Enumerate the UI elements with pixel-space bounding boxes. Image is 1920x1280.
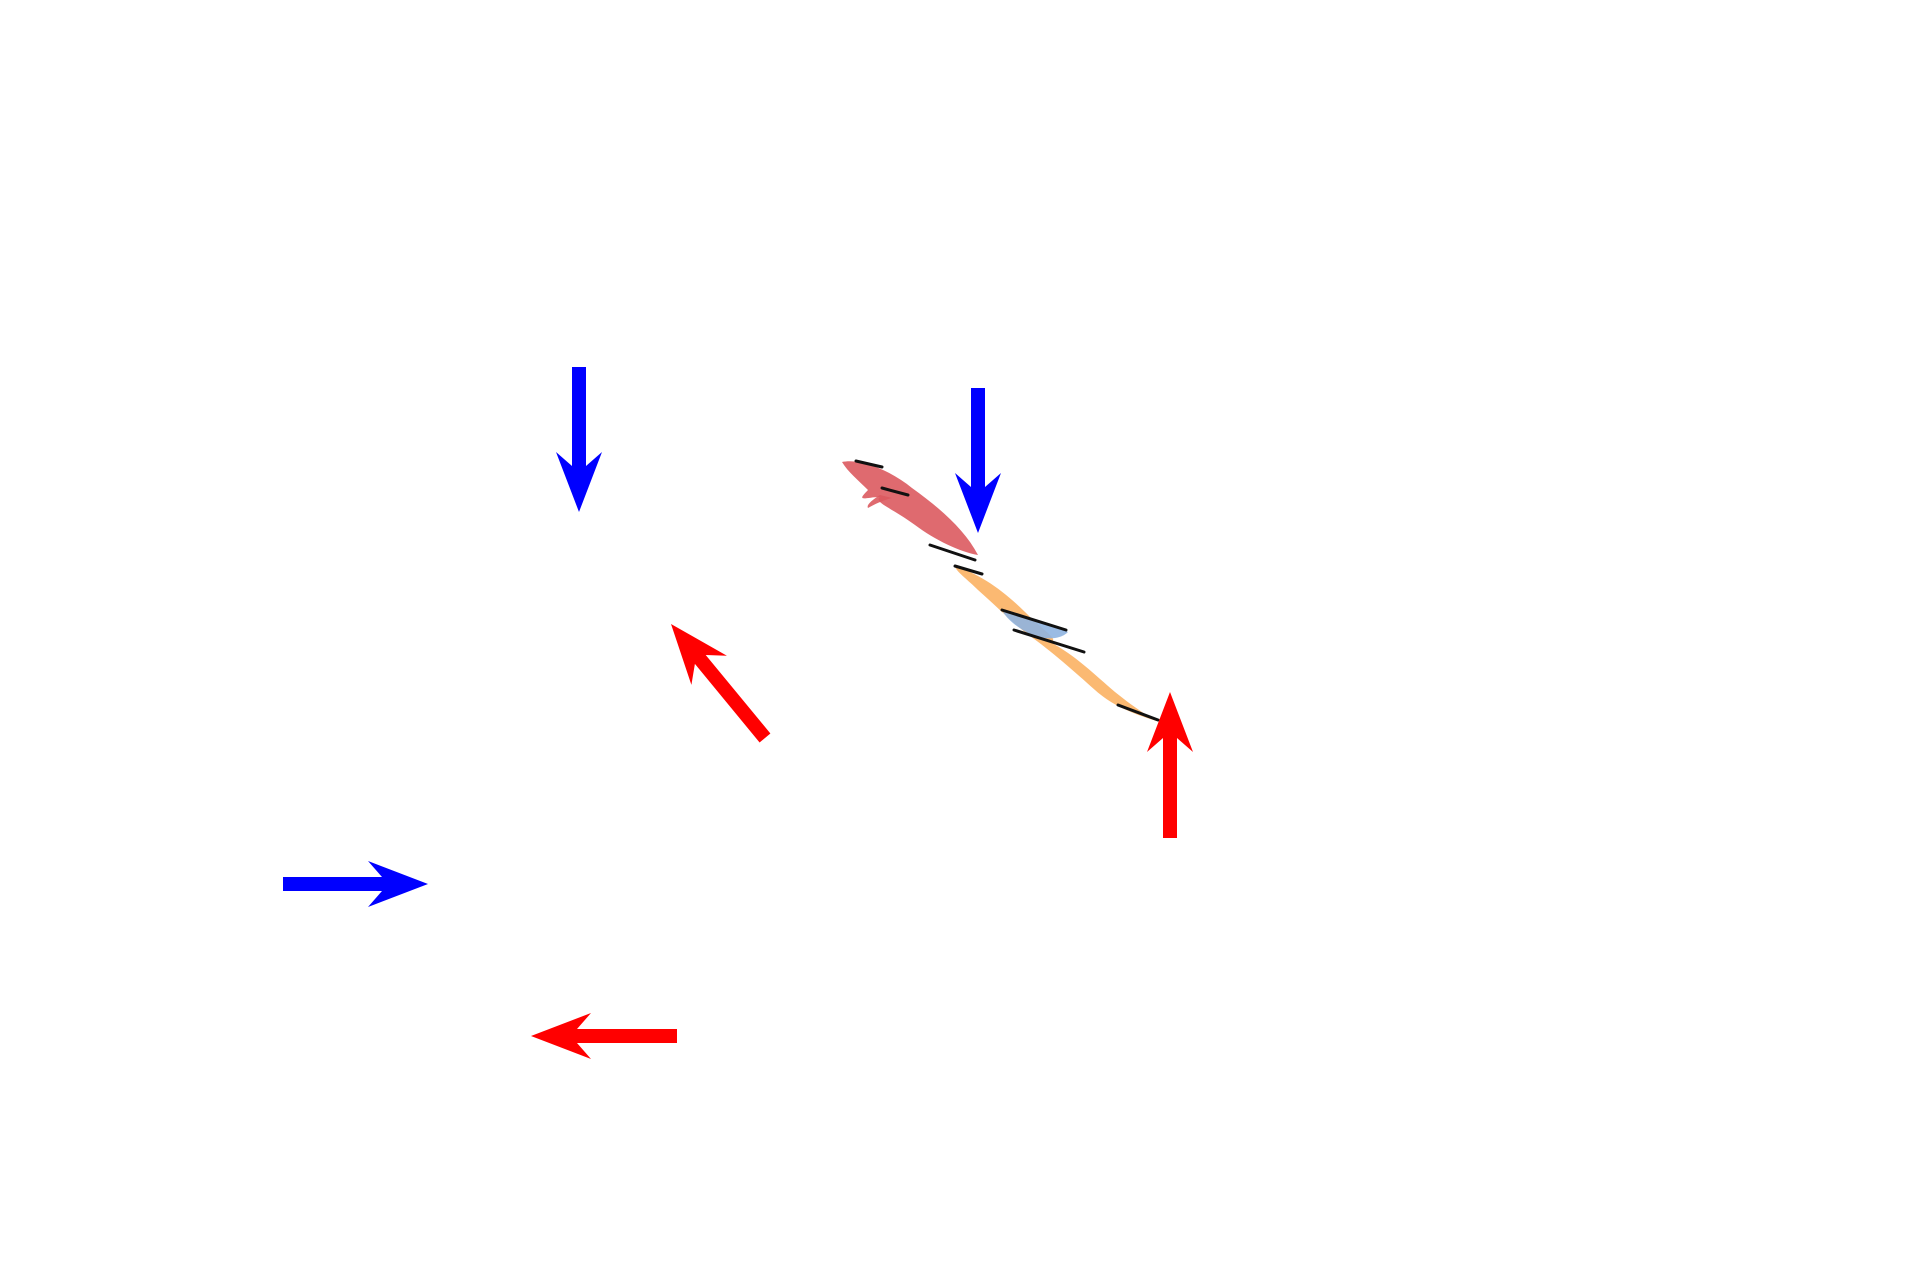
blue-arrow-down-left — [556, 367, 602, 512]
boundary-stroke — [1116, 703, 1160, 722]
boundary-stroke — [928, 543, 977, 562]
boundary-stroke — [1012, 628, 1086, 654]
boundary-stroke — [880, 486, 910, 497]
red-arrow-up — [1147, 692, 1193, 838]
cell-boundaries — [854, 459, 1160, 722]
red-arrow-up-left — [671, 624, 771, 743]
red-segment — [842, 461, 978, 555]
cell-strand — [842, 459, 1160, 722]
boundary-stroke — [1000, 608, 1068, 632]
orange-segment — [955, 567, 1160, 722]
red-arrow-left — [531, 1013, 677, 1059]
arrows-group — [283, 367, 1193, 1059]
blue-arrow-down-right — [955, 388, 1001, 533]
boundary-stroke — [854, 459, 884, 469]
boundary-stroke — [953, 564, 984, 576]
blue-segment — [1003, 612, 1068, 639]
red-segment-wisp — [867, 495, 892, 508]
blue-arrow-right — [283, 861, 428, 907]
